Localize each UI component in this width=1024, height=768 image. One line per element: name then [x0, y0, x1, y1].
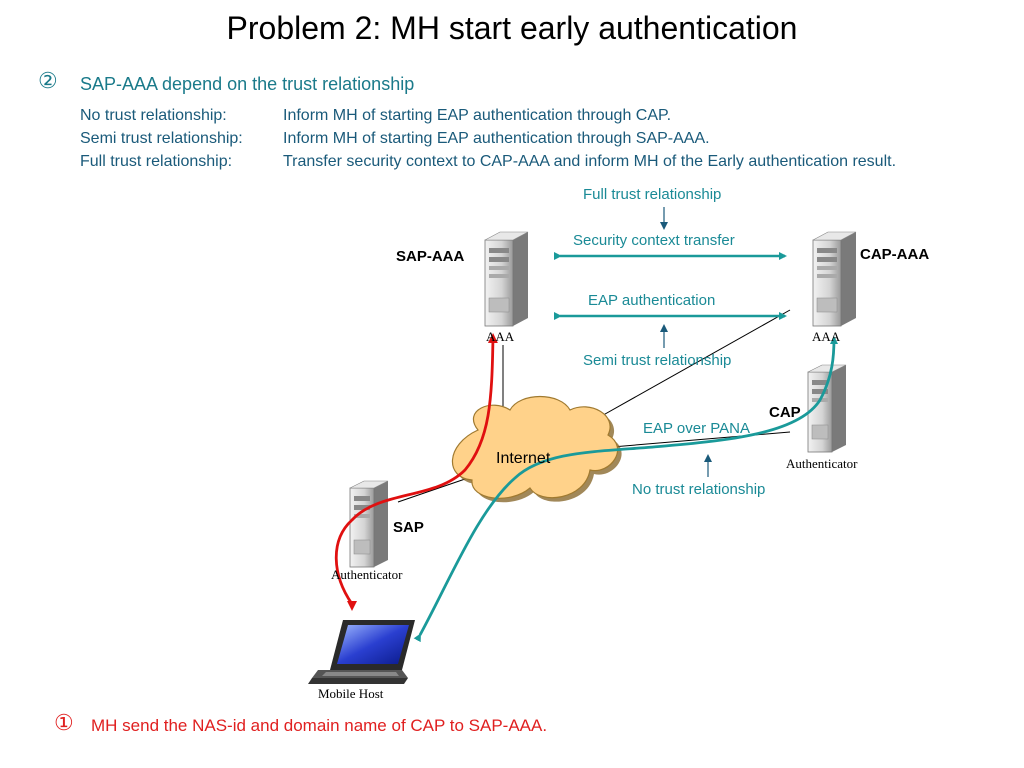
eap-authentication-label: EAP authentication — [588, 292, 716, 309]
aaa-left-label: AAA — [486, 329, 515, 344]
internet-label: Internet — [496, 450, 551, 467]
row-no-trust-label: No trust relationship: — [80, 107, 227, 124]
sap-label: SAP — [393, 519, 424, 536]
page-title: Problem 2: MH start early authentication — [226, 10, 798, 46]
sap-authenticator-server-icon — [349, 480, 389, 568]
eap-over-pana-label: EAP over PANA — [643, 420, 750, 437]
no-trust-label: No trust relationship — [632, 481, 766, 498]
full-trust-label: Full trust relationship — [583, 186, 722, 203]
cap-label: CAP — [769, 404, 801, 421]
row-semi-trust-label: Semi trust relationship: — [80, 130, 243, 147]
row-no-trust-desc: Inform MH of starting EAP authentication… — [283, 107, 672, 124]
cap-aaa-server-icon — [812, 231, 857, 327]
sap-aaa-label: SAP-AAA — [396, 248, 465, 265]
row-full-trust-label: Full trust relationship: — [80, 153, 233, 170]
step1-marker: ① — [54, 710, 74, 735]
mobile-host-laptop-icon — [308, 620, 415, 684]
row-full-trust-desc: Transfer security context to CAP-AAA and… — [283, 153, 897, 170]
cap-aaa-label: CAP-AAA — [860, 246, 930, 263]
semi-trust-label: Semi trust relationship — [583, 352, 732, 369]
mobile-host-label: Mobile Host — [318, 686, 384, 701]
step2-heading: SAP-AAA depend on the trust relationship — [80, 74, 415, 94]
sap-aaa-server-icon — [484, 231, 529, 327]
teal-eap-pana-path — [413, 336, 838, 643]
sap-internet-link — [397, 477, 469, 503]
authenticator-left-label: Authenticator — [331, 567, 403, 582]
row-semi-trust-desc: Inform MH of starting EAP authentication… — [283, 130, 710, 147]
aaa-right-label: AAA — [812, 329, 841, 344]
step2-marker: ② — [38, 68, 58, 93]
security-context-label: Security context transfer — [573, 232, 735, 249]
step1-text: MH send the NAS-id and domain name of CA… — [91, 716, 548, 735]
authenticator-right-label: Authenticator — [786, 456, 858, 471]
